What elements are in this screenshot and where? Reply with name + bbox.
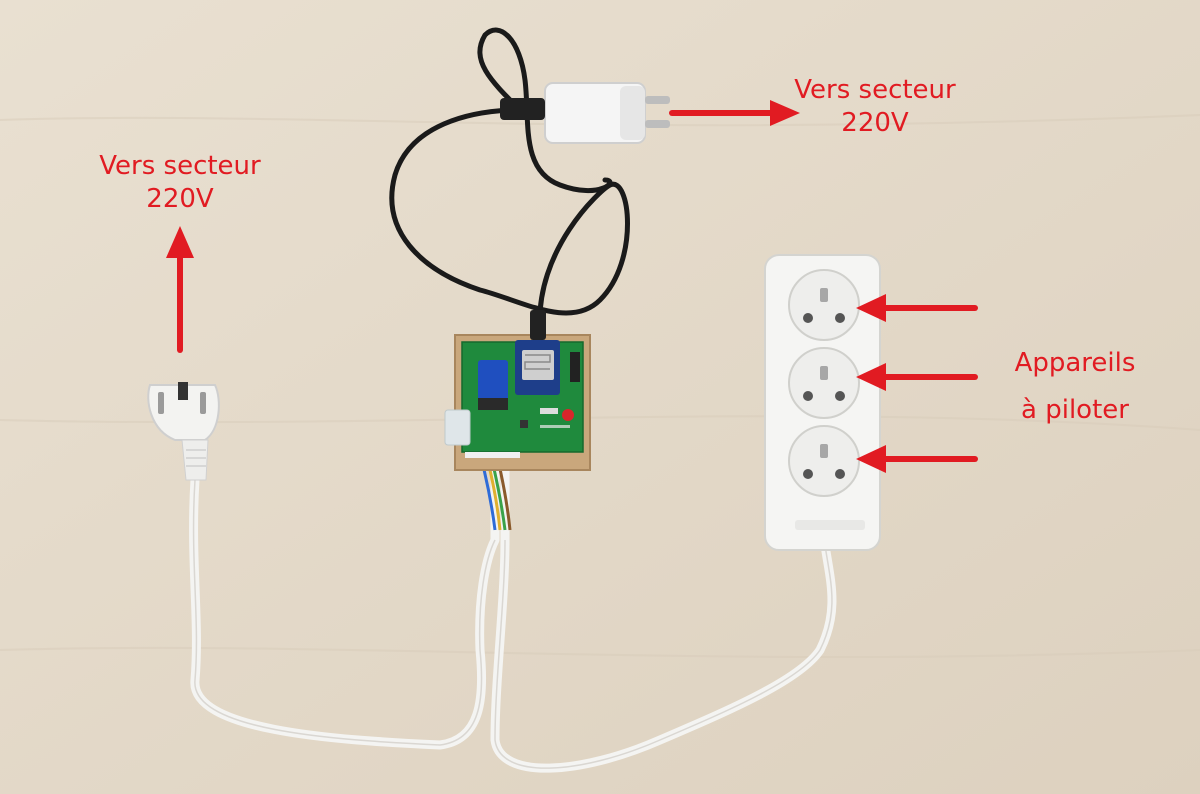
label-mains-left-line1: Vers secteur: [99, 151, 261, 181]
label-devices-line1: Appareils: [1014, 348, 1136, 378]
label-mains-top-line1: Vers secteur: [794, 75, 956, 105]
socket-3: [788, 425, 860, 497]
annotation-arrows: [166, 100, 978, 473]
mains-plug: [147, 382, 220, 481]
label-mains-top-line2: 220V: [841, 107, 909, 138]
label-mains-left: Vers secteur 220V: [80, 150, 280, 215]
usb-charger: [500, 82, 670, 144]
label-mains-left-line2: 220V: [146, 183, 214, 214]
socket-1: [788, 269, 860, 341]
power-strip: [764, 254, 881, 551]
usb-cable: [389, 27, 630, 333]
label-devices: Appareils à piloter: [990, 340, 1160, 434]
controller-enclosure: [444, 310, 591, 471]
relay-module: [478, 360, 508, 405]
label-mains-top: Vers secteur 220V: [770, 74, 980, 139]
label-devices-line2: à piloter: [1021, 394, 1129, 425]
socket-2: [788, 347, 860, 419]
